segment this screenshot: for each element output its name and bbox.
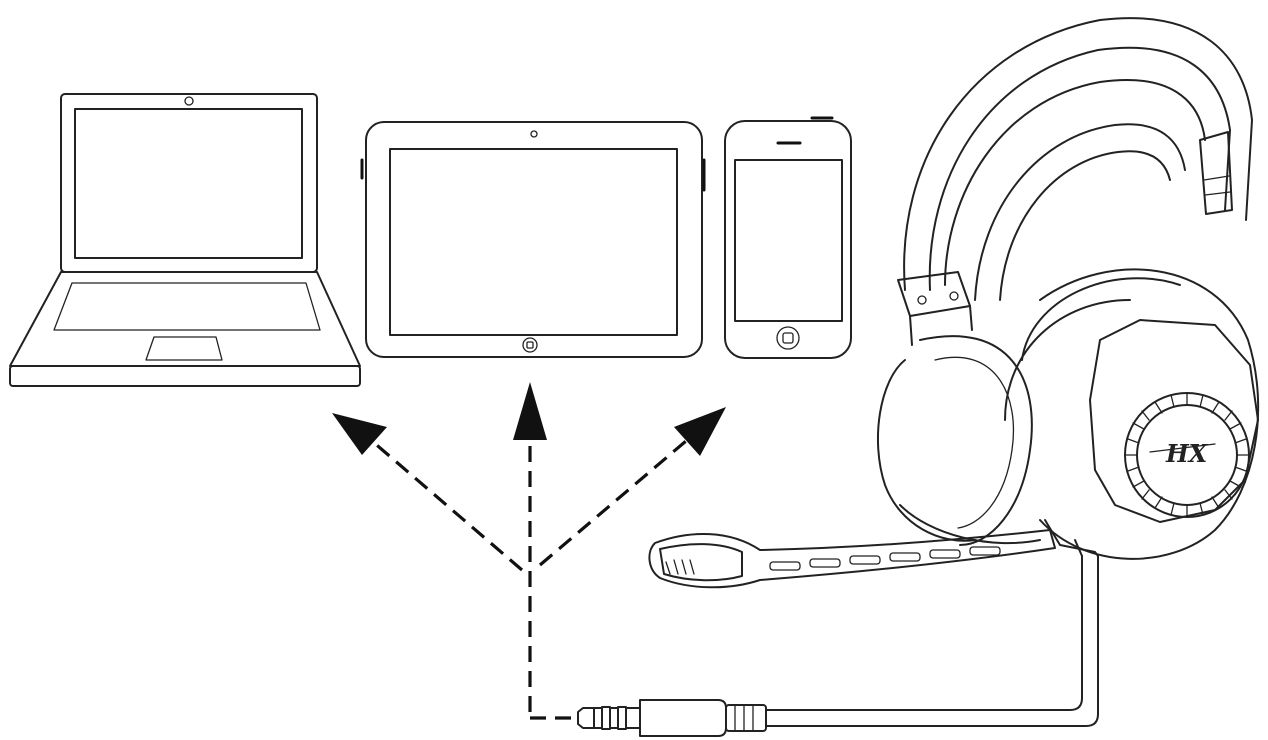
- grille-ticks: [1124, 392, 1250, 518]
- mic-boom-segments: [769, 546, 1001, 571]
- laptop-icon: [9, 93, 361, 387]
- arrow-to-smartphone: [538, 407, 726, 567]
- connection-arrows: [332, 382, 726, 720]
- arrow-to-tablet: [513, 382, 547, 712]
- headset-cable: [765, 555, 1099, 727]
- hx-logo: HX: [1165, 439, 1209, 468]
- tablet-icon: [360, 121, 706, 358]
- arrow-to-laptop: [332, 413, 524, 572]
- gaming-headset-icon: HX: [648, 17, 1260, 589]
- smartphone-icon: [724, 116, 852, 359]
- audio-jack-icon: [577, 699, 767, 737]
